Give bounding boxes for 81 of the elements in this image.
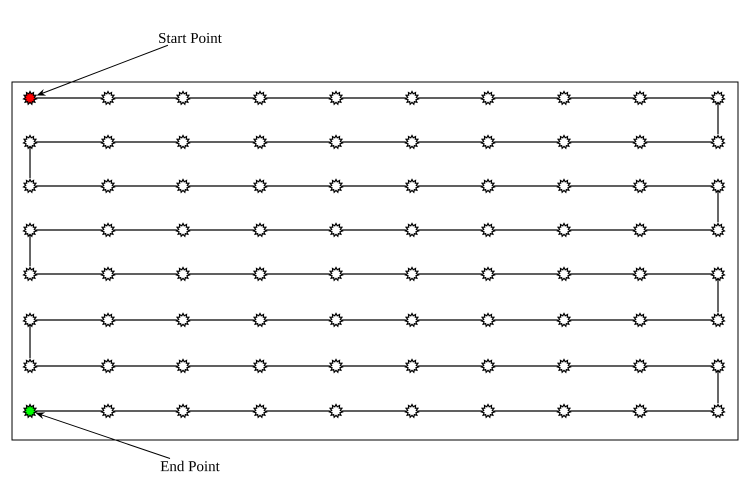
path-line bbox=[418, 229, 482, 231]
path-line bbox=[418, 273, 482, 275]
path-line bbox=[342, 97, 406, 99]
path-line bbox=[189, 365, 254, 367]
path-line bbox=[494, 229, 558, 231]
path-line bbox=[418, 319, 482, 321]
path-line bbox=[266, 141, 330, 143]
path-line bbox=[418, 97, 482, 99]
path-line bbox=[114, 319, 177, 321]
path-line bbox=[266, 410, 330, 412]
path-line bbox=[494, 365, 558, 367]
path-line bbox=[717, 371, 719, 404]
path-line bbox=[646, 273, 712, 275]
path-line bbox=[342, 229, 406, 231]
path-line bbox=[114, 141, 177, 143]
path-line bbox=[646, 365, 712, 367]
path-line bbox=[418, 410, 482, 412]
path-line bbox=[646, 185, 712, 187]
path-line bbox=[114, 365, 177, 367]
path-line bbox=[266, 365, 330, 367]
point-label: End Point bbox=[160, 460, 220, 472]
path-line bbox=[570, 141, 634, 143]
path-line bbox=[114, 229, 177, 231]
path-line bbox=[494, 273, 558, 275]
path-line bbox=[189, 410, 254, 412]
path-line bbox=[114, 410, 177, 412]
path-line bbox=[29, 325, 31, 358]
path-line bbox=[36, 97, 102, 99]
path-line bbox=[266, 97, 330, 99]
path-line bbox=[342, 141, 406, 143]
path-line bbox=[342, 365, 406, 367]
path-line bbox=[342, 273, 406, 275]
path-line bbox=[342, 185, 406, 187]
path-line bbox=[494, 410, 558, 412]
path-line bbox=[570, 319, 634, 321]
path-line bbox=[570, 185, 634, 187]
path-line bbox=[418, 365, 482, 367]
path-line bbox=[189, 141, 254, 143]
point-label: Start Point bbox=[159, 32, 222, 44]
path-line bbox=[36, 319, 102, 321]
path-line bbox=[646, 97, 712, 99]
path-line bbox=[646, 319, 712, 321]
path-line bbox=[717, 279, 719, 312]
path-line bbox=[418, 141, 482, 143]
path-line bbox=[266, 319, 330, 321]
path-line bbox=[717, 103, 719, 134]
path-line bbox=[189, 319, 254, 321]
path-line bbox=[36, 365, 102, 367]
path-line bbox=[266, 185, 330, 187]
path-line bbox=[646, 229, 712, 231]
path-line bbox=[189, 273, 254, 275]
path-line bbox=[36, 410, 102, 412]
path-line bbox=[36, 185, 102, 187]
path-line bbox=[189, 229, 254, 231]
path-line bbox=[342, 319, 406, 321]
path-line bbox=[114, 185, 177, 187]
path-line bbox=[418, 185, 482, 187]
path-line bbox=[29, 235, 31, 266]
path-line bbox=[36, 229, 102, 231]
path-line bbox=[36, 273, 102, 275]
path-line bbox=[494, 141, 558, 143]
path-line bbox=[570, 97, 634, 99]
path-line bbox=[494, 97, 558, 99]
path-line bbox=[570, 229, 634, 231]
path-line bbox=[29, 147, 31, 178]
path-line bbox=[189, 97, 254, 99]
path-line bbox=[570, 273, 634, 275]
path-line bbox=[494, 185, 558, 187]
path-line bbox=[717, 191, 719, 222]
path-line bbox=[494, 319, 558, 321]
path-line bbox=[570, 410, 634, 412]
path-line bbox=[266, 229, 330, 231]
path-line bbox=[114, 97, 177, 99]
path-line bbox=[266, 273, 330, 275]
path-line bbox=[646, 141, 712, 143]
path-line bbox=[646, 410, 712, 412]
path-line bbox=[189, 185, 254, 187]
path-line bbox=[36, 141, 102, 143]
path-line bbox=[342, 410, 406, 412]
path-line bbox=[114, 273, 177, 275]
path-line bbox=[570, 365, 634, 367]
